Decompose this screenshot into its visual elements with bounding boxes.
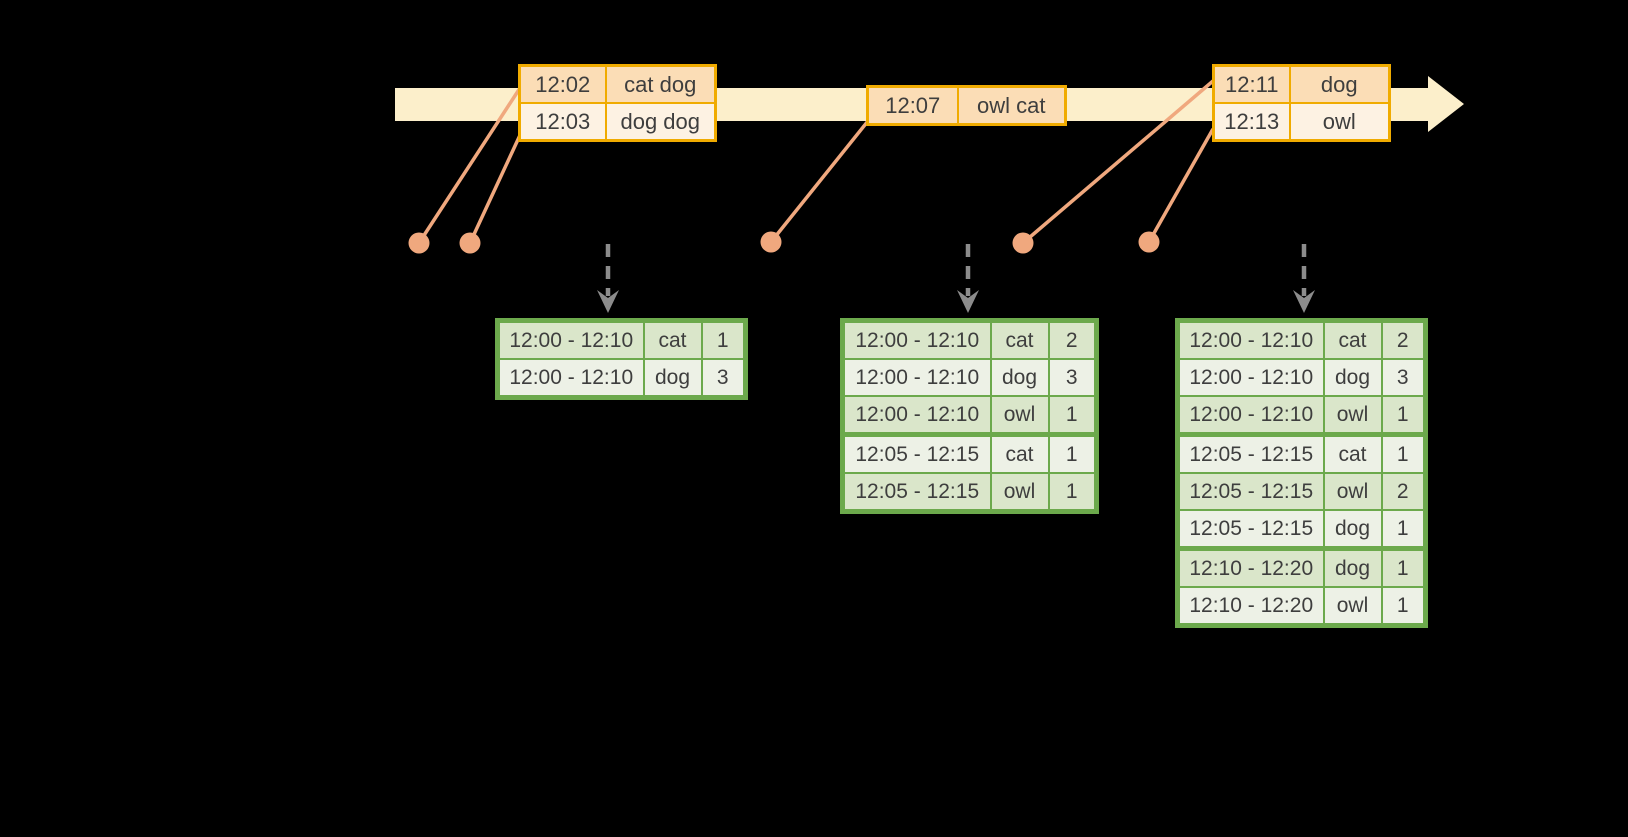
result-row: 12:00 - 12:10 dog 3 (496, 358, 747, 399)
count-cell: 3 (700, 358, 747, 399)
event-row: 12:02 cat dog (518, 64, 717, 104)
result-row: 12:10 - 12:20 owl 1 (1176, 586, 1427, 627)
timeline-arrowhead-icon (1428, 76, 1464, 132)
result-row: 12:05 - 12:15 cat 1 (1176, 432, 1427, 474)
window-cell: 12:00 - 12:10 (1176, 395, 1325, 436)
word-cell: dog (1322, 509, 1383, 550)
word-cell: cat (1322, 319, 1383, 360)
word-cell: dog (1322, 358, 1383, 397)
result-row: 12:00 - 12:10 dog 3 (1176, 358, 1427, 397)
window-cell: 12:00 - 12:10 (841, 358, 992, 397)
window-cell: 12:00 - 12:10 (1176, 319, 1325, 360)
count-cell: 3 (1047, 358, 1098, 397)
window-cell: 12:10 - 12:20 (1176, 586, 1325, 627)
word-cell: cat (989, 319, 1050, 360)
count-cell: 1 (1047, 395, 1098, 436)
word-cell: dog (1322, 546, 1383, 588)
event-words-cell: dog (1288, 64, 1391, 104)
count-cell: 1 (1380, 395, 1427, 436)
window-cell: 12:00 - 12:10 (841, 319, 992, 360)
window-cell: 12:00 - 12:10 (1176, 358, 1325, 397)
event-words-cell: owl cat (956, 85, 1067, 126)
result-row: 12:05 - 12:15 owl 2 (1176, 472, 1427, 511)
count-cell: 1 (1380, 586, 1427, 627)
word-cell: dog (642, 358, 703, 399)
event-batch-table-1: 12:02 cat dog 12:03 dog dog (518, 64, 717, 142)
event-time-dot (760, 231, 782, 253)
count-cell: 2 (1380, 472, 1427, 511)
trigger-arrow-icon (957, 244, 979, 313)
count-cell: 2 (1047, 319, 1098, 360)
window-cell: 12:00 - 12:10 (841, 395, 992, 436)
event-time-dot (1012, 232, 1034, 254)
count-cell: 1 (700, 319, 747, 360)
event-time-dot (408, 232, 430, 254)
result-row: 12:05 - 12:15 dog 1 (1176, 509, 1427, 550)
result-table-1: 12:00 - 12:10 cat 1 12:00 - 12:10 dog 3 (495, 318, 748, 400)
result-row: 12:05 - 12:15 owl 1 (841, 472, 1098, 513)
event-time-dot (1138, 231, 1160, 253)
window-cell: 12:05 - 12:15 (841, 432, 992, 474)
event-time-cell: 12:02 (518, 64, 607, 104)
word-cell: cat (989, 432, 1050, 474)
result-row: 12:05 - 12:15 cat 1 (841, 432, 1098, 474)
event-time-dot (459, 232, 481, 254)
word-cell: dog (989, 358, 1050, 397)
event-words-cell: owl (1288, 102, 1391, 142)
result-table-2: 12:00 - 12:10 cat 2 12:00 - 12:10 dog 3 … (840, 318, 1099, 514)
event-connector-line (1021, 79, 1215, 245)
word-cell: cat (642, 319, 703, 360)
event-batch-table-2: 12:07 owl cat (866, 85, 1067, 126)
event-words-cell: dog dog (604, 102, 717, 142)
count-cell: 1 (1380, 432, 1427, 474)
word-cell: owl (989, 472, 1050, 513)
result-row: 12:00 - 12:10 owl 1 (841, 395, 1098, 436)
count-cell: 1 (1047, 472, 1098, 513)
result-row: 12:00 - 12:10 cat 2 (841, 319, 1098, 360)
event-connector-line (468, 132, 523, 244)
window-cell: 12:10 - 12:20 (1176, 546, 1325, 588)
word-cell: owl (1322, 586, 1383, 627)
trigger-arrow-icon (1293, 244, 1315, 313)
result-row: 12:00 - 12:10 dog 3 (841, 358, 1098, 397)
result-row: 12:00 - 12:10 cat 1 (496, 319, 747, 360)
trigger-arrow-icon (597, 244, 619, 313)
event-connector-line (417, 87, 522, 244)
count-cell: 1 (1380, 546, 1427, 588)
event-batch-table-3: 12:11 dog 12:13 owl (1212, 64, 1391, 142)
window-cell: 12:00 - 12:10 (496, 319, 645, 360)
event-row: 12:03 dog dog (518, 102, 717, 142)
word-cell: owl (1322, 472, 1383, 511)
result-row: 12:00 - 12:10 owl 1 (1176, 395, 1427, 436)
window-cell: 12:05 - 12:15 (1176, 432, 1325, 474)
count-cell: 2 (1380, 319, 1427, 360)
window-cell: 12:05 - 12:15 (841, 472, 992, 513)
result-row: 12:00 - 12:10 cat 2 (1176, 319, 1427, 360)
event-time-cell: 12:07 (866, 85, 959, 126)
word-cell: owl (1322, 395, 1383, 436)
count-cell: 3 (1380, 358, 1427, 397)
event-row: 12:07 owl cat (866, 85, 1067, 126)
event-row: 12:13 owl (1212, 102, 1391, 142)
event-words-cell: cat dog (604, 64, 717, 104)
count-cell: 1 (1047, 432, 1098, 474)
event-time-cell: 12:13 (1212, 102, 1291, 142)
window-cell: 12:05 - 12:15 (1176, 509, 1325, 550)
result-table-3: 12:00 - 12:10 cat 2 12:00 - 12:10 dog 3 … (1175, 318, 1428, 628)
window-cell: 12:05 - 12:15 (1176, 472, 1325, 511)
event-row: 12:11 dog (1212, 64, 1391, 104)
event-time-cell: 12:03 (518, 102, 607, 142)
word-cell: owl (989, 395, 1050, 436)
word-cell: cat (1322, 432, 1383, 474)
count-cell: 1 (1380, 509, 1427, 550)
event-connector-line (769, 119, 870, 244)
window-cell: 12:00 - 12:10 (496, 358, 645, 399)
event-time-cell: 12:11 (1212, 64, 1291, 104)
result-row: 12:10 - 12:20 dog 1 (1176, 546, 1427, 588)
event-connector-line (1147, 128, 1215, 243)
